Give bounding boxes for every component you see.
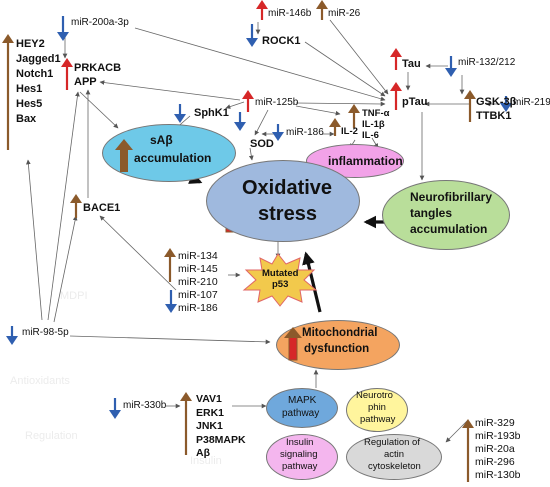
neuro-label-2: phin <box>368 402 386 413</box>
gene-label: Bax <box>16 113 37 125</box>
mirna-label: miR-219 <box>513 97 550 108</box>
mirna-label: miR-145 <box>178 263 218 276</box>
gene-app: APP <box>74 76 97 88</box>
mapk-pathway-node <box>266 388 338 428</box>
mirna-label: miR-210 <box>178 276 218 289</box>
gene-label: Hes5 <box>16 98 43 110</box>
gene-il1b: IL-1β <box>362 119 385 130</box>
mirna-label: miR-146b <box>268 8 312 19</box>
gene-gsk3b: GSK-3β <box>476 96 517 108</box>
gene-label: Notch1 <box>16 68 54 80</box>
notch-gene-list: HEY2 Jagged1 Notch1 Hes1 Hes5 Bax <box>16 37 61 127</box>
gene-sod: SOD <box>250 138 274 150</box>
p53-label-2: p53 <box>272 279 289 290</box>
insulin-label-3: pathway <box>282 461 318 472</box>
actin-label-2: actin <box>384 449 405 460</box>
insulin-label-2: signaling <box>280 449 318 460</box>
sab-label-2: accumulation <box>134 151 212 165</box>
mirna-label: miR-26 <box>328 8 361 19</box>
mirna-label: miR-134 <box>178 250 218 262</box>
gene-il6: IL-6 <box>362 130 379 141</box>
mirna-label: miR-132/212 <box>458 57 516 68</box>
tangles-label-1: Neurofibrillary <box>410 190 493 204</box>
mirna-p53-list: miR-134 miR-145 miR-210 miR-107 miR-186 <box>178 250 218 315</box>
insulin-label-1: Insulin <box>286 437 314 448</box>
neurotrophin-node <box>346 388 408 432</box>
mirna-label: miR-125b <box>255 97 299 108</box>
actin-label-1: Regulation of <box>364 437 420 448</box>
mirna-label: miR-193b <box>475 430 521 443</box>
watermark-text: Insulin <box>190 455 222 467</box>
mirna-label: miR-186 <box>178 302 218 315</box>
mapk-label-1: MAPK <box>288 395 317 406</box>
watermark-text: Antioxidants <box>10 375 70 387</box>
mirna-label: miR-329 <box>475 417 515 429</box>
inflammation-label: inflammation <box>328 154 403 168</box>
watermark-text: MDPI <box>60 290 88 302</box>
gene-label: P38MAPK <box>196 433 246 446</box>
oxidative-stress-node <box>206 160 360 242</box>
gene-bace1: BACE1 <box>83 202 121 214</box>
mirna-label: miR-130b <box>475 469 521 482</box>
gene-tau: Tau <box>402 58 421 70</box>
gene-label: Jagged1 <box>16 53 61 65</box>
mapk-label-2: pathway <box>282 408 320 419</box>
mirna-right-list: miR-329 miR-193b miR-20a miR-296 miR-130… <box>475 417 521 482</box>
gene-ttbk1: TTBK1 <box>476 110 512 122</box>
gene-label: ERK1 <box>196 406 225 419</box>
neuro-label-3: pathway <box>360 414 396 425</box>
mito-label-2: dysfunction <box>304 343 370 355</box>
gene-rock1: ROCK1 <box>262 35 301 47</box>
oxidative-label-1: Oxidative <box>242 177 333 199</box>
gene-prkacb: PRKACB <box>74 62 122 74</box>
tangles-node <box>382 180 510 250</box>
mirna-label: miR-20a <box>475 443 515 456</box>
insulin-node <box>266 434 338 480</box>
tangles-label-2: tangles <box>410 206 453 220</box>
actin-node <box>346 434 442 480</box>
mirna-label: miR-330b <box>123 400 167 411</box>
watermark-text: Regulation <box>25 430 78 442</box>
vav1-gene-list: VAV1 ERK1 JNK1 P38MAPK Aβ <box>196 393 246 461</box>
actin-label-3: cytoskeleton <box>368 461 421 472</box>
gene-il2: IL-2 <box>341 126 358 137</box>
p53-label-1: Mutated <box>262 268 299 279</box>
mirna-label: miR-296 <box>475 456 515 469</box>
tangles-label-3: accumulation <box>410 222 488 236</box>
gene-ptau: pTau <box>402 96 428 108</box>
gene-sphk1: SphK1 <box>194 107 229 119</box>
neuro-label-1: Neurotro <box>356 390 393 401</box>
oxidative-label-2: stress <box>258 203 317 225</box>
mito-label-1: Mitochondrial <box>302 327 378 339</box>
sab-label-1: sAβ <box>150 133 173 147</box>
p53-starburst <box>242 253 318 307</box>
mirna-label: miR-200a-3p <box>71 17 129 28</box>
mirna-label: miR-186 <box>286 127 324 138</box>
gene-label: HEY2 <box>16 38 45 50</box>
gene-label: VAV1 <box>196 393 222 405</box>
gene-tnf: TNF-α <box>362 108 390 119</box>
mirna-label: miR-107 <box>178 289 218 302</box>
mirna-label: miR-98-5p <box>22 327 69 338</box>
gene-label: Aβ <box>196 447 210 459</box>
gene-label: JNK1 <box>196 420 223 432</box>
gene-label: Hes1 <box>16 83 43 95</box>
